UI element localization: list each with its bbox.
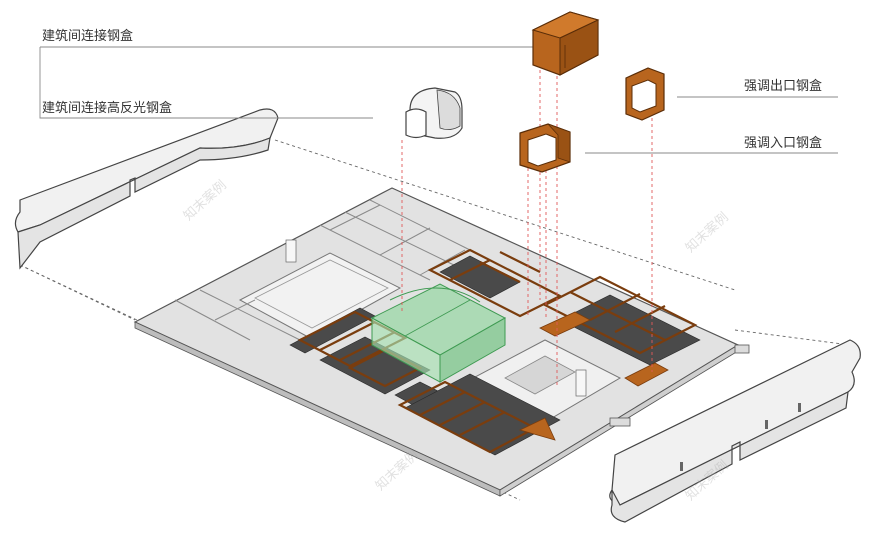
- label-connect-box: 建筑间连接钢盒: [42, 29, 134, 44]
- right-wall-panel: [609, 339, 861, 523]
- glass-connector: [370, 283, 507, 383]
- exit-steel-box: [625, 67, 665, 121]
- floor-plan: [133, 187, 750, 497]
- reflective-steel-box: [405, 87, 463, 139]
- connecting-steel-box: [531, 11, 600, 76]
- gray-leaders: [39, 46, 838, 154]
- red-leaders: [401, 70, 653, 385]
- left-wall-panel: [14, 108, 279, 270]
- label-exit-box: 强调出口钢盒: [744, 79, 823, 94]
- entrance-steel-box: [519, 123, 571, 173]
- label-connect-reflective-box: 建筑间连接高反光钢盒: [42, 101, 173, 116]
- label-entrance-box: 强调入口钢盒: [744, 136, 823, 151]
